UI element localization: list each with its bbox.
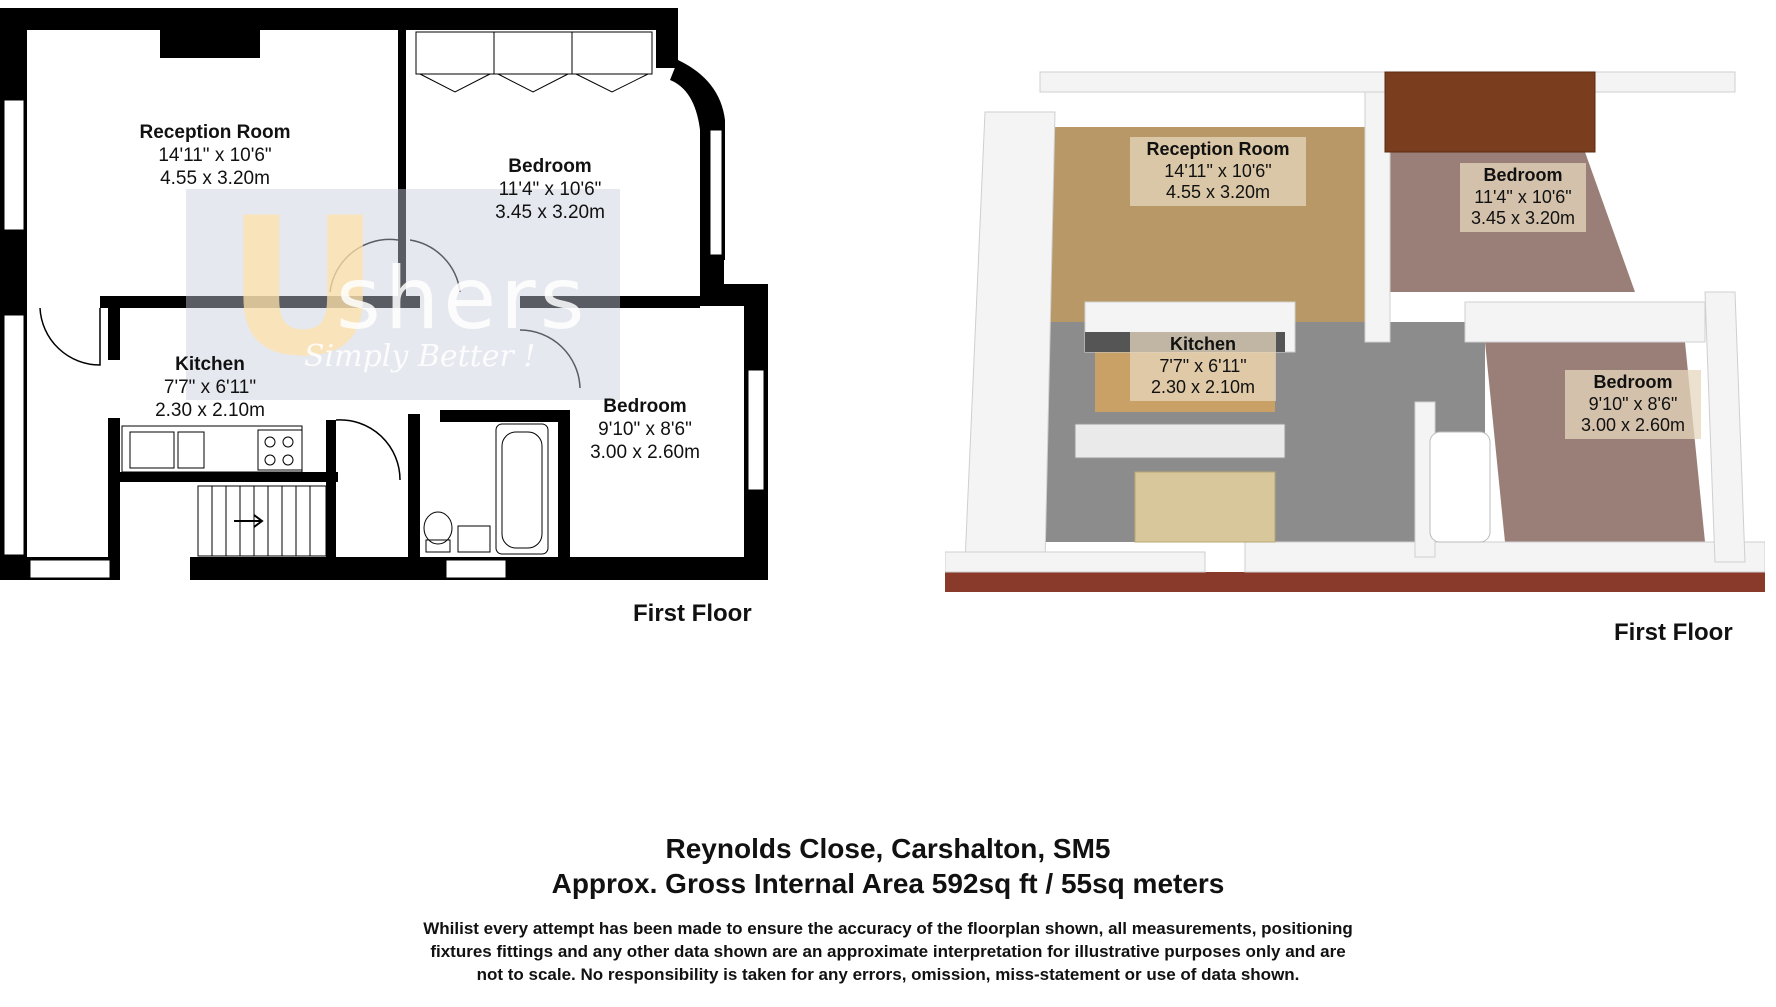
room-metric: 2.30 x 2.10m xyxy=(155,399,265,421)
room-imperial: 14'11" x 10'6" xyxy=(158,144,272,166)
room3d-label-kitchen: Kitchen 7'7" x 6'11" 2.30 x 2.10m xyxy=(1130,332,1276,401)
room-imperial: 9'10" x 8'6" xyxy=(598,418,692,440)
room3d-label-bedroom-1: Bedroom 11'4" x 10'6" 3.45 x 3.20m xyxy=(1460,163,1586,232)
watermark-letter: U xyxy=(226,177,381,398)
kitchen-units xyxy=(121,425,303,473)
window xyxy=(29,559,111,579)
watermark-tagline: Simply Better ! xyxy=(304,339,536,374)
stairs-3d xyxy=(1134,471,1276,543)
room-name: Bedroom xyxy=(508,156,592,177)
room-name: Kitchen xyxy=(175,354,245,375)
stairs xyxy=(197,485,327,557)
room-metric: 3.00 x 2.60m xyxy=(1580,415,1686,436)
disclaimer-line: Whilist every attempt has been made to e… xyxy=(423,919,1353,938)
floor-caption-2d: First Floor xyxy=(633,600,752,627)
watermark-text: shers xyxy=(336,249,589,349)
room-name: Reception Room xyxy=(1146,139,1290,159)
floorplan-3d xyxy=(945,71,1765,592)
watermark: U shers Simply Better ! xyxy=(186,177,620,400)
disclaimer-line: fixtures fittings and any other data sho… xyxy=(430,942,1346,961)
brick-base xyxy=(945,572,1765,592)
room-imperial: 11'4" x 10'6" xyxy=(498,178,602,200)
window xyxy=(747,369,765,491)
room3d-label-reception: Reception Room 14'11" x 10'6" 4.55 x 3.2… xyxy=(1130,137,1306,206)
window xyxy=(445,559,507,579)
room-imperial: 14'11" x 10'6" xyxy=(1164,160,1272,181)
gross-internal-area: Approx. Gross Internal Area 592sq ft / 5… xyxy=(551,868,1225,899)
window xyxy=(3,99,25,231)
room-name: Kitchen xyxy=(1169,334,1236,354)
disclaimer-line: not to scale. No responsibility is taken… xyxy=(476,965,1300,984)
bathroom-fixtures xyxy=(423,423,549,555)
room3d-label-bedroom-2: Bedroom 9'10" x 8'6" 3.00 x 2.60m xyxy=(1565,370,1701,439)
room-metric: 3.45 x 3.20m xyxy=(1470,208,1576,229)
room-metric: 2.30 x 2.10m xyxy=(1150,377,1256,398)
floorplan-2d xyxy=(0,8,768,580)
room-name: Bedroom xyxy=(603,396,687,417)
room-imperial: 9'10" x 8'6" xyxy=(1588,393,1678,414)
room-metric: 4.55 x 3.20m xyxy=(160,167,270,189)
room-metric: 3.00 x 2.60m xyxy=(590,441,700,463)
room-label-kitchen: Kitchen 7'7" x 6'11" 2.30 x 2.10m xyxy=(110,354,310,422)
bath-3d xyxy=(1429,431,1491,543)
room-imperial: 11'4" x 10'6" xyxy=(1474,186,1572,207)
room-label-bedroom-2: Bedroom 9'10" x 8'6" 3.00 x 2.60m xyxy=(550,396,740,464)
wardrobe xyxy=(415,31,653,93)
room-imperial: 7'7" x 6'11" xyxy=(163,376,257,398)
floor-caption-3d: First Floor xyxy=(1614,619,1733,646)
door-swings xyxy=(39,238,581,481)
room-name: Bedroom xyxy=(1483,165,1563,185)
room-name: Reception Room xyxy=(139,122,291,143)
room-label-bedroom-1: Bedroom 11'4" x 10'6" 3.45 x 3.20m xyxy=(450,156,650,224)
room-metric: 4.55 x 3.20m xyxy=(1165,182,1271,203)
wardrobe-3d xyxy=(1384,71,1596,153)
window xyxy=(3,314,25,556)
room-imperial: 7'7" x 6'11" xyxy=(1159,355,1247,376)
walls-3d xyxy=(945,71,1765,573)
room-label-reception: Reception Room 14'11" x 10'6" 4.55 x 3.2… xyxy=(110,122,320,190)
room-metric: 3.45 x 3.20m xyxy=(495,201,605,223)
property-address: Reynolds Close, Carshalton, SM5 xyxy=(665,833,1111,864)
room-name: Bedroom xyxy=(1593,372,1673,392)
disclaimer: Whilist every attempt has been made to e… xyxy=(0,917,1776,986)
counter-3d xyxy=(1074,423,1286,459)
